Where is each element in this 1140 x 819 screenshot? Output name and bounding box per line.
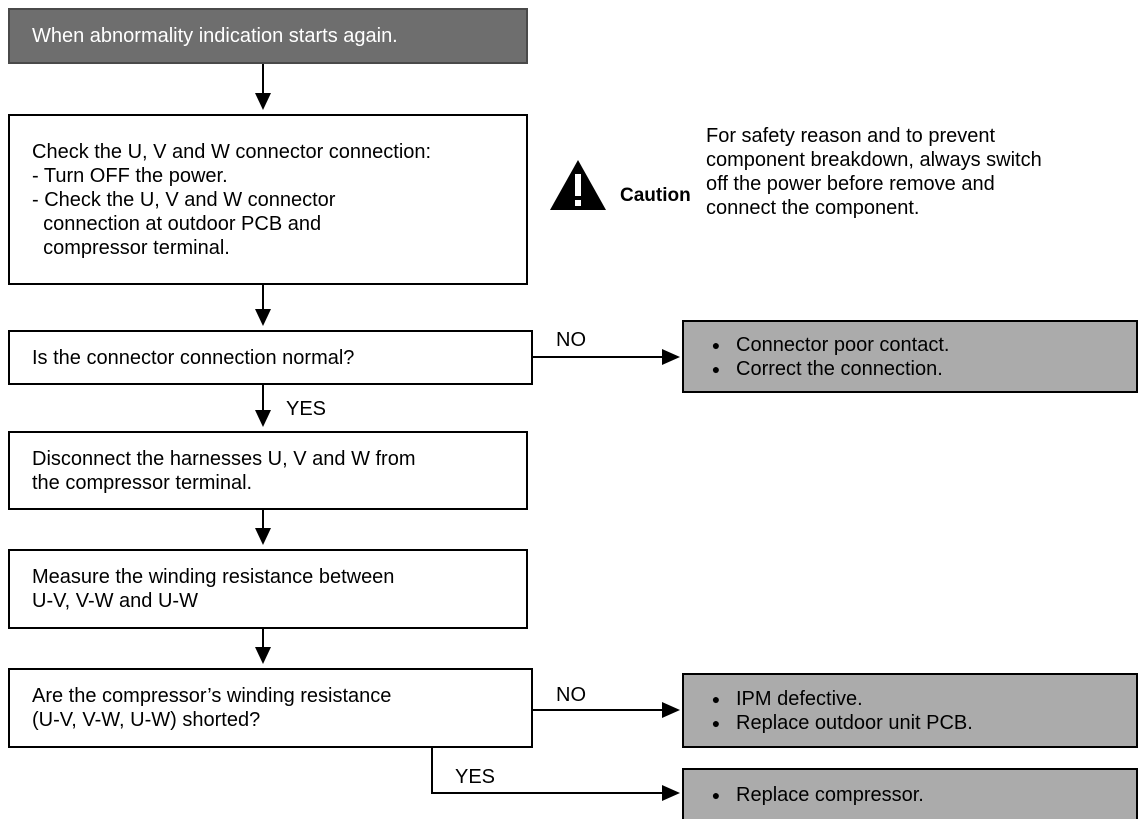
q2-yes-label: YES: [455, 766, 496, 788]
result-ipm-defective: ● IPM defective. ● Replace outdoor unit PC…: [682, 673, 1138, 748]
caution-line-1: For safety reason and to prevent: [706, 125, 996, 147]
disconnect-line-2: the compressor terminal.: [32, 471, 253, 494]
caution-line-4: connect the component.: [706, 197, 920, 219]
list-item: ● Correct the connection.: [696, 357, 1126, 381]
arrow-check-to-q1: [255, 285, 271, 326]
arrow-q1-no: [533, 349, 680, 365]
caution-text: For safety reason and to prevent compone…: [706, 124, 1042, 220]
step-disconnect-harness: Disconnect the harnesses U, V and W from…: [8, 431, 528, 510]
r1-item-1: Connector poor contact.: [736, 333, 950, 356]
q2-line-2: (U-V, V-W, U-W) shorted?: [32, 709, 261, 731]
bullet-icon: ●: [711, 786, 721, 803]
result-poor-contact: ● Connector poor contact. ● Correct the co…: [682, 320, 1138, 393]
bullet-icon: ●: [711, 690, 721, 707]
q1-no-label: NO: [556, 329, 586, 351]
measure-line-1: Measure the winding resistance between: [32, 566, 395, 588]
list-item: ● Connector poor contact.: [696, 333, 1126, 357]
arrow-measure-to-q2: [255, 629, 271, 664]
start-header-text: When abnormality indication starts again…: [32, 25, 398, 47]
decision-winding-shorted: Are the compressor’s winding resistance …: [8, 668, 533, 748]
check-line-4: connection at outdoor PCB and: [32, 212, 322, 235]
check-line-3: - Check the U, V and W connector: [32, 188, 336, 211]
list-item: ● IPM defective.: [696, 687, 1126, 711]
list-item: ● Replace compressor.: [696, 783, 1126, 807]
start-header-box: When abnormality indication starts again…: [8, 8, 528, 64]
q1-yes-label: YES: [286, 398, 327, 420]
warning-triangle-icon: [550, 160, 606, 210]
check-line-1: Check the U, V and W connector connectio…: [32, 140, 432, 163]
check-line-2: - Turn OFF the power.: [32, 164, 228, 187]
decision-connector-normal: Is the connector connection normal?: [8, 330, 533, 385]
check-connector-box: Check the U, V and W connector connectio…: [8, 114, 528, 285]
check-line-5: compressor terminal.: [32, 236, 230, 259]
r3-item-1: Replace compressor.: [736, 783, 924, 806]
bullet-icon: ●: [711, 336, 721, 353]
bullet-icon: ●: [711, 714, 721, 731]
measure-line-2: U-V, V-W and U-W: [32, 590, 198, 612]
result-replace-compressor: ● Replace compressor.: [682, 768, 1138, 819]
bullet-icon: ●: [711, 360, 721, 377]
caution-label: Caution: [620, 185, 691, 206]
r2-item-2: Replace outdoor unit PCB.: [736, 711, 973, 734]
arrow-header-to-check: [255, 64, 271, 110]
list-item: ● Replace outdoor unit PCB.: [696, 711, 1126, 735]
step-measure-winding: Measure the winding resistance between U…: [8, 549, 528, 629]
q2-no-label: NO: [556, 684, 586, 706]
arrow-q2-no: [533, 702, 680, 718]
disconnect-line-1: Disconnect the harnesses U, V and W from: [32, 447, 416, 470]
caution-line-2: component breakdown, always switch: [706, 149, 1042, 171]
r1-item-2: Correct the connection.: [736, 357, 943, 380]
r2-item-1: IPM defective.: [736, 687, 863, 710]
q1-text: Is the connector connection normal?: [32, 346, 355, 369]
caution-line-3: off the power before remove and: [706, 173, 995, 195]
q2-line-1: Are the compressor’s winding resistance: [32, 685, 392, 707]
arrow-q2-yes: [431, 736, 680, 801]
arrow-q1-to-disconnect: [255, 385, 271, 427]
arrow-disconnect-to-measure: [255, 510, 271, 545]
